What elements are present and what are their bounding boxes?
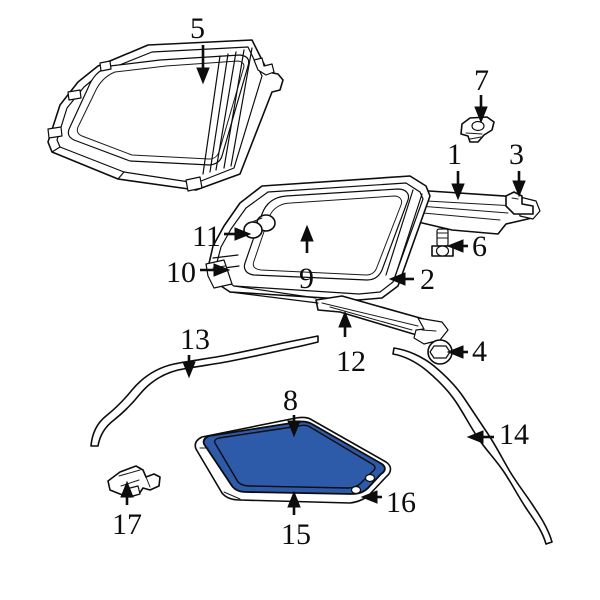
part-8-sunroof-glass-panel bbox=[194, 416, 392, 504]
callout-label-8: 8 bbox=[283, 384, 298, 417]
part-6-rail-bolt bbox=[431, 228, 454, 257]
part-7-mounting-clip bbox=[460, 116, 495, 143]
callout-label-7: 7 bbox=[474, 64, 489, 97]
callout-label-3: 3 bbox=[509, 138, 524, 171]
callout-label-17: 17 bbox=[112, 508, 142, 541]
part-13-front-drain-hose bbox=[90, 335, 319, 447]
callout-label-12: 12 bbox=[336, 345, 366, 378]
callout-label-6: 6 bbox=[472, 230, 487, 263]
part-14-rear-drain-hose bbox=[392, 347, 553, 545]
callout-label-1: 1 bbox=[447, 138, 462, 171]
callout-label-9: 9 bbox=[299, 262, 314, 295]
callout-label-14: 14 bbox=[499, 418, 529, 451]
callout-label-4: 4 bbox=[472, 335, 487, 368]
part-2-sunroof-frame bbox=[205, 175, 449, 345]
callout-label-16: 16 bbox=[386, 486, 416, 519]
part-5-sunshade-panel bbox=[47, 39, 284, 192]
part-11-roller-bearings bbox=[243, 214, 276, 239]
part-17-motor-drive-unit bbox=[107, 465, 161, 498]
part-12-front-crossmember bbox=[315, 295, 449, 345]
part-4-drain-grommet bbox=[427, 339, 453, 365]
callout-label-10: 10 bbox=[166, 256, 196, 289]
callout-label-15: 15 bbox=[281, 518, 311, 551]
part-3-rail-tab bbox=[505, 191, 534, 215]
callout-label-11: 11 bbox=[192, 220, 221, 253]
callout-label-2: 2 bbox=[420, 263, 435, 296]
callout-label-5: 5 bbox=[190, 12, 205, 45]
callout-label-13: 13 bbox=[180, 323, 210, 356]
callout-leader-lines bbox=[120, 45, 526, 515]
